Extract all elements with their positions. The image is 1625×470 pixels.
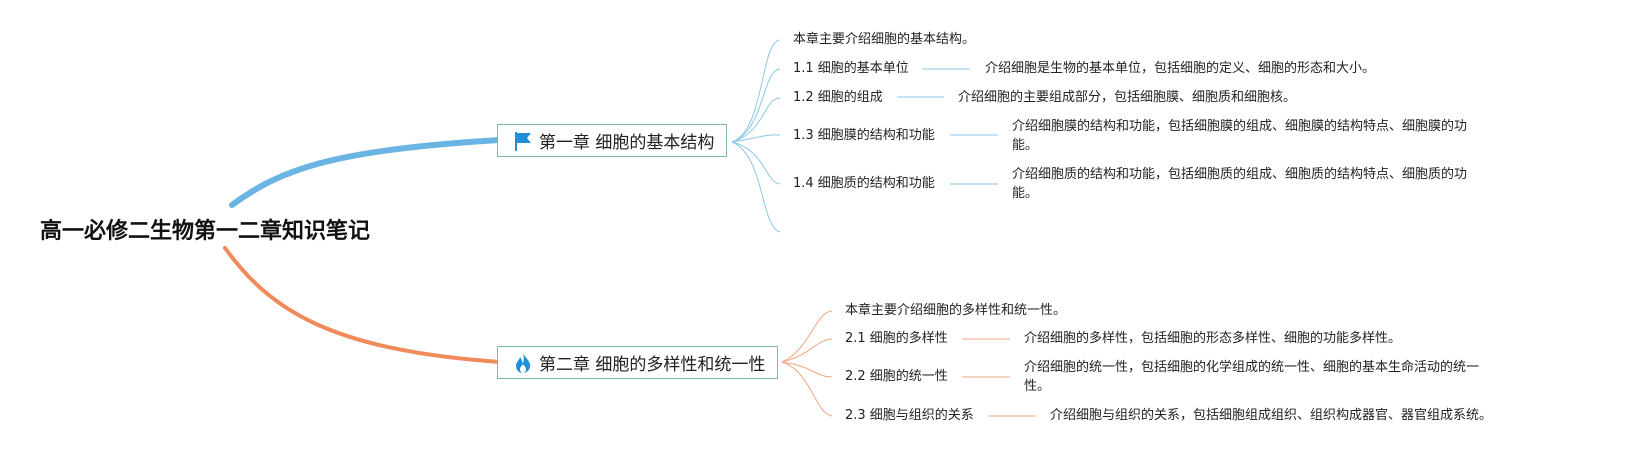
fan-chapter-2 <box>781 310 833 417</box>
topic-1-2-desc[interactable]: 介绍细胞的主要组成部分，包括细胞膜、细胞质和细胞核。 <box>958 90 1297 105</box>
root-topic[interactable]: 高一必修二生物第一二章知识笔记 <box>40 219 371 244</box>
topic-1-1-desc[interactable]: 介绍细胞是生物的基本单位，包括细胞的定义、细胞的形态和大小。 <box>985 61 1376 76</box>
chapter-2-summary[interactable]: 本章主要介绍细胞的多样性和统一性。 <box>845 303 1067 318</box>
chapter-1-title: 第一章 细胞的基本结构 <box>539 133 715 153</box>
topic-1-4-title[interactable]: 1.4 细胞质的结构和功能 <box>793 176 935 191</box>
topic-1-3-title[interactable]: 1.3 细胞膜的结构和功能 <box>793 128 935 143</box>
topic-2-1-title[interactable]: 2.1 细胞的多样性 <box>845 331 948 346</box>
branch-chapter-2 <box>223 246 502 364</box>
topic-2-3-title[interactable]: 2.3 细胞与组织的关系 <box>845 408 974 423</box>
flame-icon <box>512 352 534 374</box>
topic-1-4-desc[interactable]: 介绍细胞质的结构和功能，包括细胞质的组成、细胞质的结构特点、细胞质的功能。 <box>1012 167 1468 201</box>
topic-2-2-title[interactable]: 2.2 细胞的统一性 <box>845 369 948 384</box>
fan-chapter-1 <box>731 39 781 233</box>
topic-2-2-desc[interactable]: 介绍细胞的统一性，包括细胞的化学组成的统一性、细胞的基本生命活动的统一性。 <box>1024 360 1480 394</box>
topic-2-3-desc[interactable]: 介绍细胞与组织的关系，包括细胞组成组织、组织构成器官、器官组成系统。 <box>1050 408 1493 423</box>
topic-2-1-desc[interactable]: 介绍细胞的多样性，包括细胞的形态多样性、细胞的功能多样性。 <box>1024 331 1402 346</box>
flag-icon <box>512 130 534 152</box>
chapter-1-node[interactable]: 第一章 细胞的基本结构 <box>497 124 728 157</box>
topic-1-2-title[interactable]: 1.2 细胞的组成 <box>793 90 883 105</box>
chapter-2-node[interactable]: 第二章 细胞的多样性和统一性 <box>497 346 779 379</box>
topic-links-chapter-2 <box>962 338 1036 417</box>
topic-1-1-title[interactable]: 1.1 细胞的基本单位 <box>793 61 909 76</box>
branch-chapter-1 <box>229 137 503 208</box>
chapter-1-summary[interactable]: 本章主要介绍细胞的基本结构。 <box>793 32 976 47</box>
topic-links-chapter-1 <box>897 68 998 185</box>
topic-1-3-desc[interactable]: 介绍细胞膜的结构和功能，包括细胞膜的组成、细胞膜的结构特点、细胞膜的功能。 <box>1012 119 1468 153</box>
chapter-2-title: 第二章 细胞的多样性和统一性 <box>539 355 766 375</box>
